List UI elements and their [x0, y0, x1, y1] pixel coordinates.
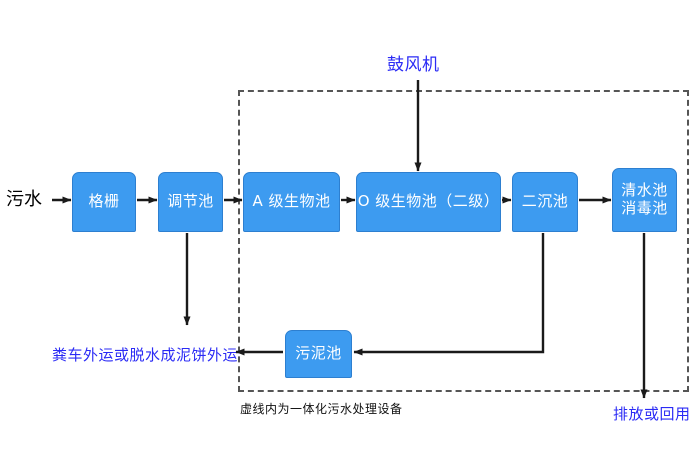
node-secondary-clarifier-label: 二沉池	[521, 192, 569, 211]
node-grating-label: 格栅	[88, 192, 120, 211]
node-secondary-clarifier[interactable]: 二沉池	[512, 172, 578, 232]
node-o-stage-bioreactor[interactable]: O 级生物池（二级）	[356, 172, 501, 232]
node-a-stage-bioreactor[interactable]: A 级生物池	[243, 172, 340, 232]
integrated-equipment-boundary	[238, 90, 689, 392]
blower-label: 鼓风机	[387, 55, 440, 75]
discharge-reuse-label: 排放或回用	[613, 405, 691, 423]
node-clearwater-disinfection-tank[interactable]: 清水池 消毒池	[612, 168, 677, 232]
node-disinfection-tank-label: 消毒池	[621, 199, 668, 217]
node-clearwater-tank-label: 清水池	[621, 181, 668, 200]
node-equalizing-tank-label: 调节池	[167, 192, 214, 211]
sludge-disposal-label: 粪车外运或脱水成泥饼外运	[52, 346, 239, 364]
node-equalizing-tank[interactable]: 调节池	[158, 172, 223, 232]
node-a-stage-bioreactor-label: A 级生物池	[252, 192, 331, 211]
node-sludge-tank-label: 污泥池	[295, 344, 342, 363]
inlet-label: 污水	[6, 189, 42, 210]
boundary-caption: 虚线内为一体化污水处理设备	[240, 402, 403, 416]
node-grating[interactable]: 格栅	[72, 172, 136, 232]
node-o-stage-bioreactor-label: O 级生物池（二级）	[357, 192, 500, 211]
node-sludge-tank[interactable]: 污泥池	[285, 330, 352, 378]
